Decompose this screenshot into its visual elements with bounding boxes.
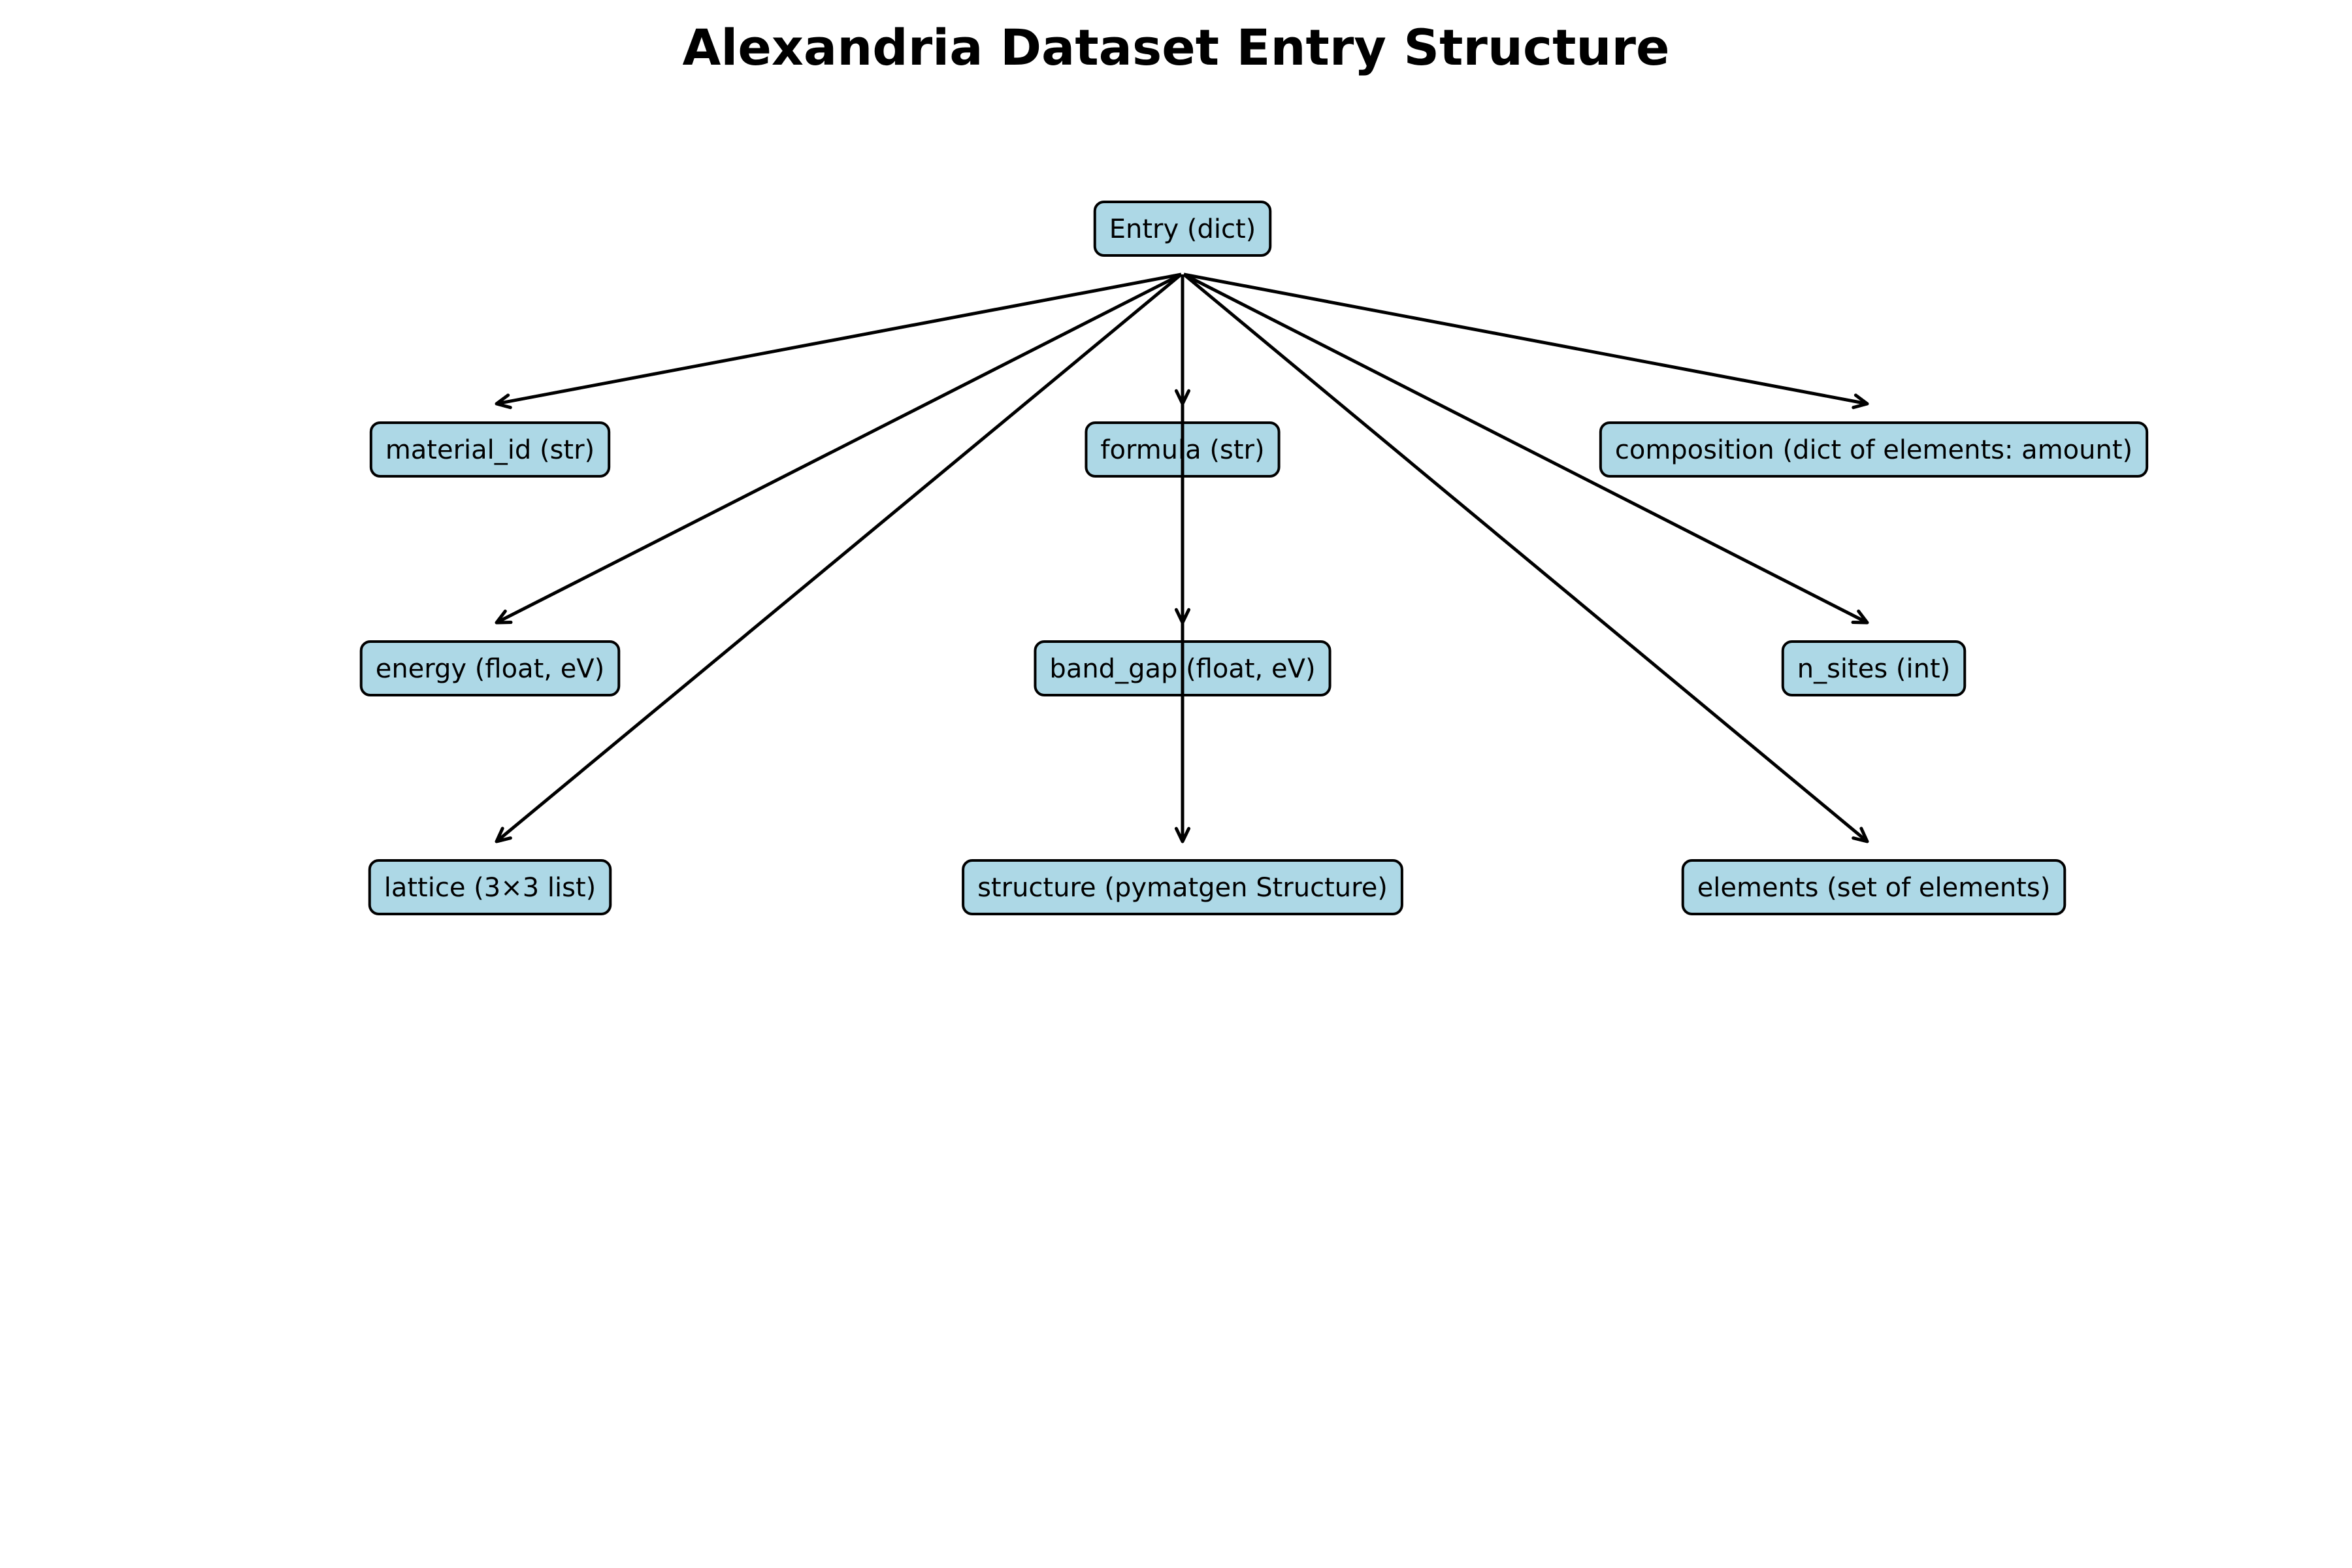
arrowhead [1174, 826, 1191, 843]
edge-line [495, 273, 1183, 843]
edge-line [495, 272, 1183, 625]
node-label: energy (float, eV) [376, 654, 605, 684]
edge-entry-to-elements [1183, 273, 1869, 843]
node-lattice: lattice (3×3 list) [368, 859, 612, 915]
edges [495, 272, 1869, 843]
node-elements: elements (set of elements) [1681, 859, 2066, 915]
node-label: Entry (dict) [1109, 214, 1256, 244]
node-box [1781, 640, 1967, 696]
node-label: structure (pymatgen Structure) [977, 873, 1388, 903]
node-label: composition (dict of elements: amount) [1615, 435, 2132, 465]
node-label: material_id (str) [385, 435, 595, 465]
arrowhead [495, 393, 512, 410]
arrowhead [495, 826, 512, 843]
node-energy: energy (float, eV) [359, 640, 621, 696]
arrowhead [1851, 609, 1869, 625]
arrowhead [1852, 826, 1869, 843]
node-n_sites: n_sites (int) [1781, 640, 1967, 696]
node-label: lattice (3×3 list) [384, 873, 596, 903]
edge-entry-to-lattice [495, 273, 1183, 843]
edge-entry-to-composition [1183, 272, 1869, 410]
edge-line [496, 272, 1182, 406]
node-structure: structure (pymatgen Structure) [962, 859, 1403, 915]
node-composition: composition (dict of elements: amount) [1599, 421, 2149, 478]
edge-line [1183, 273, 1869, 843]
edge-entry-to-n_sites [1183, 272, 1869, 625]
arrowhead [495, 609, 513, 625]
arrowhead [1852, 393, 1869, 410]
node-box [1093, 201, 1272, 257]
node-box [1599, 421, 2149, 478]
edge-line [1183, 272, 1868, 406]
node-entry: Entry (dict) [1093, 201, 1272, 257]
node-material_id: material_id (str) [369, 421, 611, 478]
node-box [368, 859, 612, 915]
edge-entry-to-material_id [495, 272, 1182, 410]
edge-entry-to-structure [1174, 274, 1191, 843]
diagram-title: Alexandria Dataset Entry Structure [682, 18, 1670, 76]
node-box [359, 640, 621, 696]
node-box [1681, 859, 2066, 915]
node-box [962, 859, 1403, 915]
node-label: elements (set of elements) [1697, 873, 2051, 903]
node-box [369, 421, 611, 478]
edge-line [1183, 272, 1869, 625]
nodes: material_id (str)formula (str)compositio… [359, 201, 2149, 915]
node-label: n_sites (int) [1797, 654, 1951, 684]
edge-entry-to-energy [495, 272, 1183, 625]
